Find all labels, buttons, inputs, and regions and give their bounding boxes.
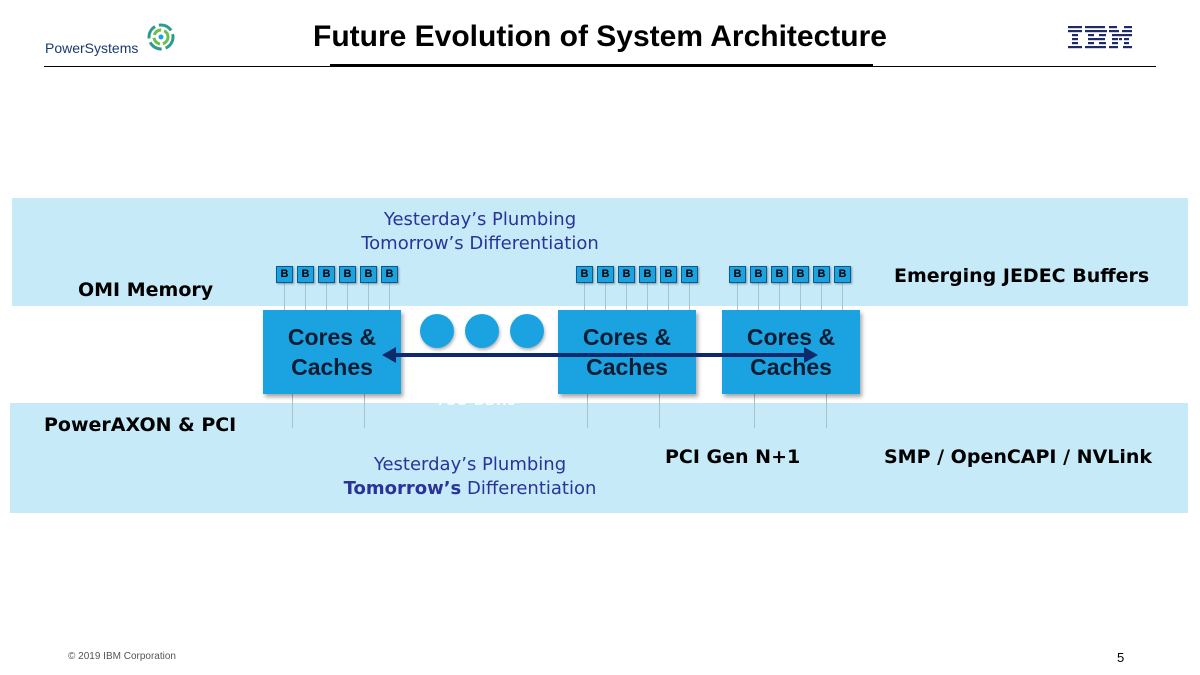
buffer-chip: B xyxy=(792,266,809,283)
core-label-line2: Caches xyxy=(291,354,373,380)
powersystems-logo-icon xyxy=(147,23,175,51)
core-label-line1: Cores & xyxy=(746,324,836,350)
buffer-connector-line xyxy=(284,282,285,310)
page-title: Future Evolution of System Architecture xyxy=(313,20,887,53)
ellipsis-dot-2 xyxy=(465,314,499,348)
buffer-connector-line xyxy=(305,282,306,310)
buffer-connector-line xyxy=(326,282,327,310)
bottom-plumbing-text: Yesterday’s Plumbing Tomorrow’s Differen… xyxy=(320,453,620,501)
buffer-connector-line xyxy=(758,282,759,310)
bottom-plumbing-line2: Tomorrow’s Differentiation xyxy=(320,477,620,501)
core-label-line1: Cores & xyxy=(582,324,672,350)
buffer-chip: B xyxy=(639,266,656,283)
top-plumbing-line1: Yesterday’s Plumbing xyxy=(383,209,577,230)
buffer-connector-line xyxy=(689,282,690,310)
buffer-connector-line xyxy=(347,282,348,310)
buffer-connector-line xyxy=(605,282,606,310)
smp-opencapi-nvlink-label: SMP / OpenCAPI / NVLink xyxy=(884,446,1153,468)
buffer-connector-line xyxy=(389,282,390,310)
io-connector-line xyxy=(292,394,293,428)
buffer-connector-line xyxy=(842,282,843,310)
buffer-chip: B xyxy=(297,266,314,283)
buffer-chip: B xyxy=(681,266,698,283)
buffer-chip: B xyxy=(576,266,593,283)
powersystems-brand: PowerSystems xyxy=(45,40,139,56)
omi-memory-label: OMI Memory xyxy=(78,279,214,301)
buffer-connector-line xyxy=(737,282,738,310)
top-plumbing-line2: Tomorrow’s Differentiation xyxy=(361,233,599,254)
memory-band xyxy=(12,198,1188,306)
buffer-chip: B xyxy=(813,266,830,283)
copyright-notice: © 2019 IBM Corporation xyxy=(68,651,176,662)
jedec-buffers-label: Emerging JEDEC Buffers xyxy=(894,265,1150,287)
buffer-chip: B xyxy=(750,266,767,283)
buffer-chip: B xyxy=(381,266,398,283)
pci-gen-label: PCI Gen N+1 xyxy=(665,446,801,468)
smp-interconnect-arrow xyxy=(382,347,818,363)
bottom-plumbing-line1: Yesterday’s Plumbing xyxy=(373,454,567,475)
ibm-logo-icon xyxy=(1068,26,1132,49)
ellipsis-dot-1 xyxy=(420,314,454,348)
bottom-plumbing-bold: Tomorrow’s xyxy=(343,478,462,499)
core-label-line2: Caches xyxy=(586,354,668,380)
buffer-chip: B xyxy=(618,266,635,283)
page-number: 5 xyxy=(1117,650,1125,665)
io-connector-line xyxy=(364,394,365,428)
buffer-chip: B xyxy=(597,266,614,283)
io-connector-line xyxy=(659,394,660,428)
io-connector-line xyxy=(826,394,827,428)
core-cache-block-2: Cores & Caches xyxy=(558,310,696,394)
header-divider xyxy=(44,66,1156,67)
title-underline xyxy=(330,64,873,66)
buffer-chip: B xyxy=(276,266,293,283)
buffer-connector-line xyxy=(668,282,669,310)
buffer-connector-line xyxy=(584,282,585,310)
core-label-line2: Caches xyxy=(750,354,832,380)
buffer-chip: B xyxy=(660,266,677,283)
buffer-connector-line xyxy=(368,282,369,310)
buffer-chip: B xyxy=(834,266,851,283)
bottom-plumbing-rest: Differentiation xyxy=(461,478,597,499)
io-connector-line xyxy=(754,394,755,428)
core-cache-block-3: Cores & Caches xyxy=(722,310,860,394)
ellipsis-dot-3 xyxy=(510,314,544,348)
core-label-line1: Cores & xyxy=(287,324,377,350)
buffer-chip: B xyxy=(360,266,377,283)
buffer-chip: B xyxy=(339,266,356,283)
buffer-connector-line xyxy=(779,282,780,310)
core-cache-block-1: Cores & Caches xyxy=(263,310,401,394)
top-plumbing-text: Yesterday’s Plumbing Tomorrow’s Differen… xyxy=(300,208,660,256)
buffer-chip: B xyxy=(318,266,335,283)
buffer-connector-line xyxy=(647,282,648,310)
hidden-label: TCO-DDR5 xyxy=(436,392,517,408)
io-connector-line xyxy=(587,394,588,428)
io-band xyxy=(10,403,1188,513)
buffer-connector-line xyxy=(800,282,801,310)
buffer-connector-line xyxy=(626,282,627,310)
poweraxon-pci-label: PowerAXON & PCI xyxy=(44,414,237,436)
buffer-chip: B xyxy=(771,266,788,283)
buffer-chip: B xyxy=(729,266,746,283)
buffer-connector-line xyxy=(821,282,822,310)
